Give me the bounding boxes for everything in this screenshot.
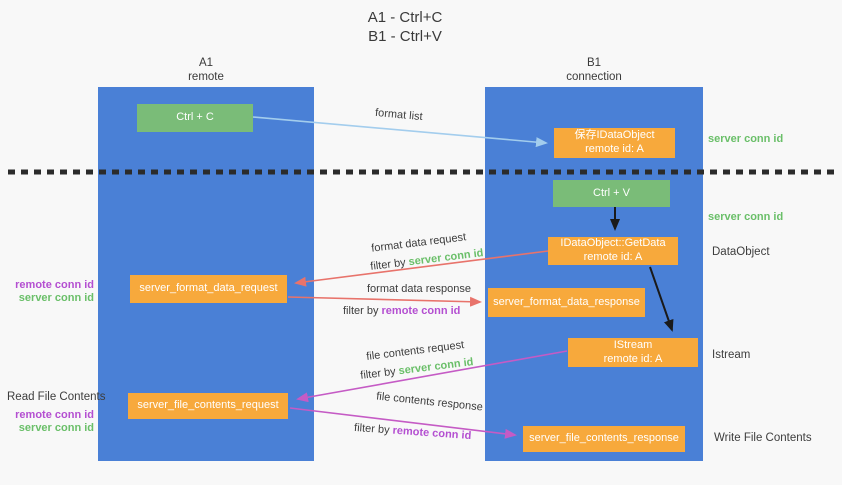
filter-by-text: filter by [353, 421, 390, 437]
server-conn-id-label: server conn id [18, 422, 94, 435]
lane-header-a1: A1 remote [156, 56, 256, 85]
file-contents-request-arrow [296, 350, 568, 403]
format-data-response-label: format data response [367, 283, 471, 295]
istream-side-label: Istream [712, 349, 751, 361]
file-request-label: server_file_contents_request [137, 399, 279, 412]
title-line-b1: B1 - Ctrl+V [368, 27, 442, 45]
save-idataobject-line2: remote id: A [585, 143, 644, 155]
format-list-arrow [252, 116, 548, 148]
left-conn-ids-top: remote conn id server conn id [0, 279, 94, 305]
diagram-title: A1 - Ctrl+C B1 - Ctrl+V [305, 9, 505, 47]
filter-by-text: filter by [343, 305, 379, 317]
idataobject-getdata-box: IDataObject::GetData remote id: A [548, 237, 678, 265]
remote-conn-id-text: remote conn id [381, 305, 461, 317]
server-file-contents-request-box: server_file_contents_request [128, 393, 288, 419]
server-conn-id-label: server conn id [18, 292, 94, 305]
ctrl-v-label: Ctrl + V [593, 186, 630, 199]
istream-box: IStream remote id: A [568, 338, 698, 367]
server-conn-id-right-1: server conn id [708, 133, 784, 145]
lane-b1-name: B1 [586, 57, 602, 69]
lane-b1-sub: connection [566, 71, 622, 84]
server-conn-id-right-2: server conn id [708, 211, 784, 223]
lane-header-b1: B1 connection [544, 56, 644, 85]
write-file-contents-label: Write File Contents [714, 432, 812, 444]
format-response-label: server_format_data_response [493, 295, 640, 308]
getdata-line2: remote id: A [583, 251, 643, 263]
read-file-contents-label: Read File Contents [7, 391, 106, 403]
ctrl-v-box: Ctrl + V [553, 180, 670, 207]
server-file-contents-response-box: server_file_contents_response [523, 426, 685, 452]
file-response-label: server_file_contents_response [529, 432, 679, 445]
save-idataobject-box: 保存IDataObject remote id: A [554, 128, 675, 158]
save-idataobject-line1: 保存IDataObject [574, 129, 655, 142]
lane-a1-name: A1 [198, 57, 214, 69]
dataobject-label: DataObject [712, 246, 770, 258]
ctrl-c-box: Ctrl + C [137, 104, 253, 132]
lane-a1-sub: remote [188, 71, 224, 84]
title-line-a1: A1 - Ctrl+C [367, 9, 443, 26]
file-contents-response-arrow [289, 407, 517, 439]
getdata-to-istream-arrow [649, 266, 674, 332]
filter-by-remote-conn-id-1: filter by remote conn id [343, 305, 460, 317]
istream-line2: remote id: A [603, 352, 663, 365]
format-request-label: server_format_data_request [139, 282, 278, 295]
ctrl-c-label: Ctrl + C [176, 111, 214, 124]
left-conn-ids-bottom: remote conn id server conn id [0, 409, 94, 435]
format-data-response-arrow [287, 296, 482, 307]
remote-conn-id-label: remote conn id [15, 409, 94, 421]
remote-conn-id-label: remote conn id [15, 279, 94, 291]
server-format-data-response-box: server_format_data_response [488, 288, 645, 317]
server-format-data-request-box: server_format_data_request [130, 275, 287, 303]
format-data-request-arrow [294, 250, 549, 287]
getdata-line1: IDataObject::GetData [560, 237, 666, 250]
istream-line1: IStream [613, 338, 653, 351]
